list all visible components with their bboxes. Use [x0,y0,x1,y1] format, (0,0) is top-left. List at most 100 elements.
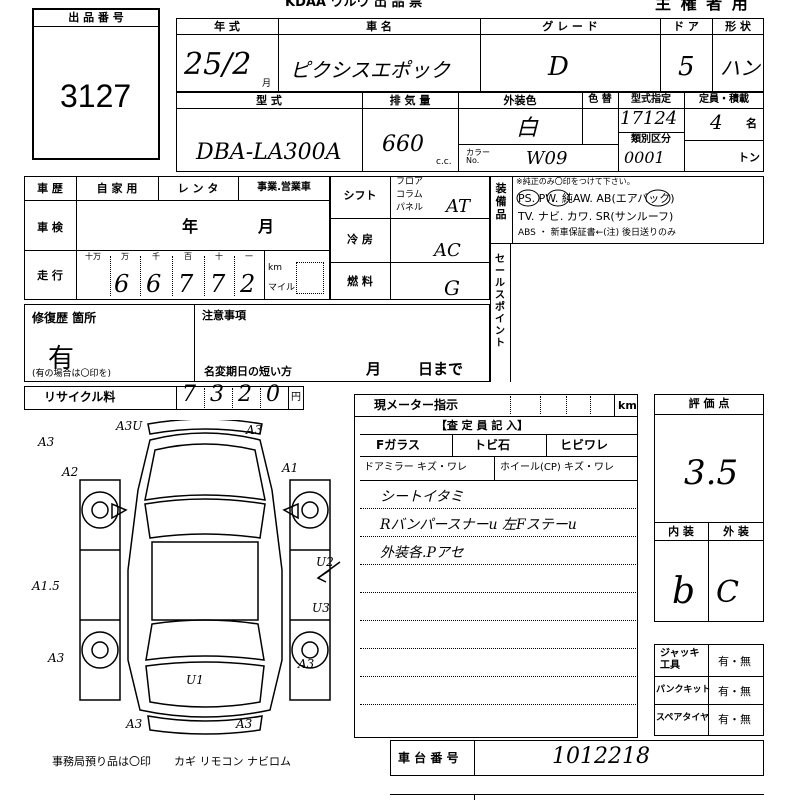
model-label: 型 式 [256,94,282,107]
damage-mark: U3 [312,601,330,615]
shift-label: シフト [343,189,377,202]
damage-mark: U2 [316,555,334,569]
car-name-value: ピクシスエポック [290,58,450,82]
category-value: 0001 [624,148,665,167]
exterior-score: C [716,575,739,610]
exterior-color-label: 外装色 [503,94,537,107]
ac-label: 冷 房 [347,233,373,246]
doors-value: 5 [678,52,695,82]
caution-label: 注意事項 [202,309,246,322]
color-no-value: W09 [526,148,568,169]
damage-mark: A2 [62,465,79,479]
history-block [24,176,330,300]
jack-label: ジャッキ工具 [660,648,700,671]
damage-mark: A3 [236,717,253,731]
tools-block [654,644,764,736]
shape-label: 形 状 [725,20,751,33]
chassis-label: 車 台 番 号 [398,751,459,765]
puncture-kit-label: パンクキット [656,685,711,695]
model-grid [176,92,764,172]
history-label: 車 歴 [37,182,63,195]
score-value: 3.5 [684,453,739,493]
stone-chip-label: トビ石 [474,438,511,452]
glass-label: Fガラス [376,438,420,452]
vehicle-info-grid [176,18,764,92]
fuel-value: G [444,276,460,300]
damage-mark: A3 [48,651,65,665]
damage-mark: U1 [186,673,204,687]
rental-label: レ ン タ [177,182,219,195]
chassis-value: 1012218 [552,744,650,769]
displacement-label: 排 気 量 [389,94,431,107]
note-line: シートイタミ [380,489,464,505]
color-no-label: カラー No. [466,148,490,165]
shift-value: AT [446,196,471,217]
inspection-notes-block [354,394,638,738]
form-title-fragment: KDAA ワルウ 出 品 票 [285,0,423,10]
lot-number-box [32,8,160,160]
mileage-digit: 2 [240,270,256,298]
keys-label: カギ リモコン ナビロム [174,755,291,768]
crack-label: ヒビワレ [560,438,609,452]
mileage-label: 走 行 [37,269,63,282]
private-label: 自 家 用 [96,182,138,195]
mirror-label: ドアミラー キズ・ワレ [364,462,467,473]
grade-value: D [548,52,569,82]
equipment-line-2: TV. ナビ. カワ. SR(サンルーフ) [518,210,674,223]
category-label: 類別区分 [631,134,671,145]
displacement-value: 660 [382,132,424,157]
doors-label: ド ア [673,20,699,33]
recycle-digit: 2 [238,382,252,407]
drivetrain-block [330,176,490,300]
damage-mark: A3 [298,657,315,671]
year-label: 年 式 [214,20,240,33]
repair-label: 修復歴 箇所 [32,311,97,325]
recycle-label: リサイクル料 [44,390,116,404]
fuel-label: 燃 料 [347,275,373,288]
sales-point-label: セールスポイント [495,254,505,349]
office-items-label: 事務局預り品は〇印 [52,755,151,768]
exterior-color-value: 白 [516,116,539,141]
repair-block [24,304,490,382]
chassis-block [390,740,764,776]
color-change-label: 色 替 [588,94,612,105]
recycle-digit: 7 [182,382,196,407]
damage-mark: A1.5 [32,579,60,593]
recycle-digit: 0 [266,382,280,407]
name-change-label: 名変期日の短い方 [204,365,292,378]
capacity-value: 4 [710,110,723,134]
exterior-label: 外 装 [723,525,749,538]
car-name-label: 車 名 [366,20,392,33]
recycle-digit: 3 [210,382,224,407]
lot-number-label: 出 品 番 号 [68,11,124,24]
mileage-digit: 6 [114,270,130,298]
inspection-label: 車 検 [37,221,63,234]
copy-type-label: 主 権 者 用 [655,0,750,13]
damage-mark: A1 [282,461,299,475]
score-label: 評 価 点 [688,397,730,410]
equipment-line-3: ABS ・ 新車保証書←(注) 後日送りのみ [518,228,677,238]
type-spec-value: 17124 [620,108,678,129]
damage-mark: A3 [246,423,263,437]
interior-score: b [672,571,696,612]
repair-value: 有 [48,344,75,374]
equipment-block [490,176,764,244]
mileage-digit: 7 [210,270,226,298]
lot-number: 3127 [60,78,132,114]
shape-value: ハン [720,56,760,80]
year-value: 25/2 [184,47,252,82]
mileage-digit: 6 [146,270,162,298]
equipment-label: 装備品 [495,182,507,221]
damage-mark: A3 [38,435,55,449]
recycle-block [24,386,304,410]
capacity-label: 定員・積載 [699,94,749,105]
meter-label: 現メーター指示 [374,398,459,412]
wheel-label: ホイール(CP) キズ・ワレ [500,462,614,473]
mileage-digit: 7 [178,270,194,298]
ac-value: AC [434,240,461,261]
grade-label: グ レ ー ド [542,20,598,33]
damage-mark: A3U [116,419,143,433]
equipment-circles [516,189,671,207]
score-block [654,394,764,622]
note-line: Rバンパースナーu 左Fステーu [380,517,577,533]
